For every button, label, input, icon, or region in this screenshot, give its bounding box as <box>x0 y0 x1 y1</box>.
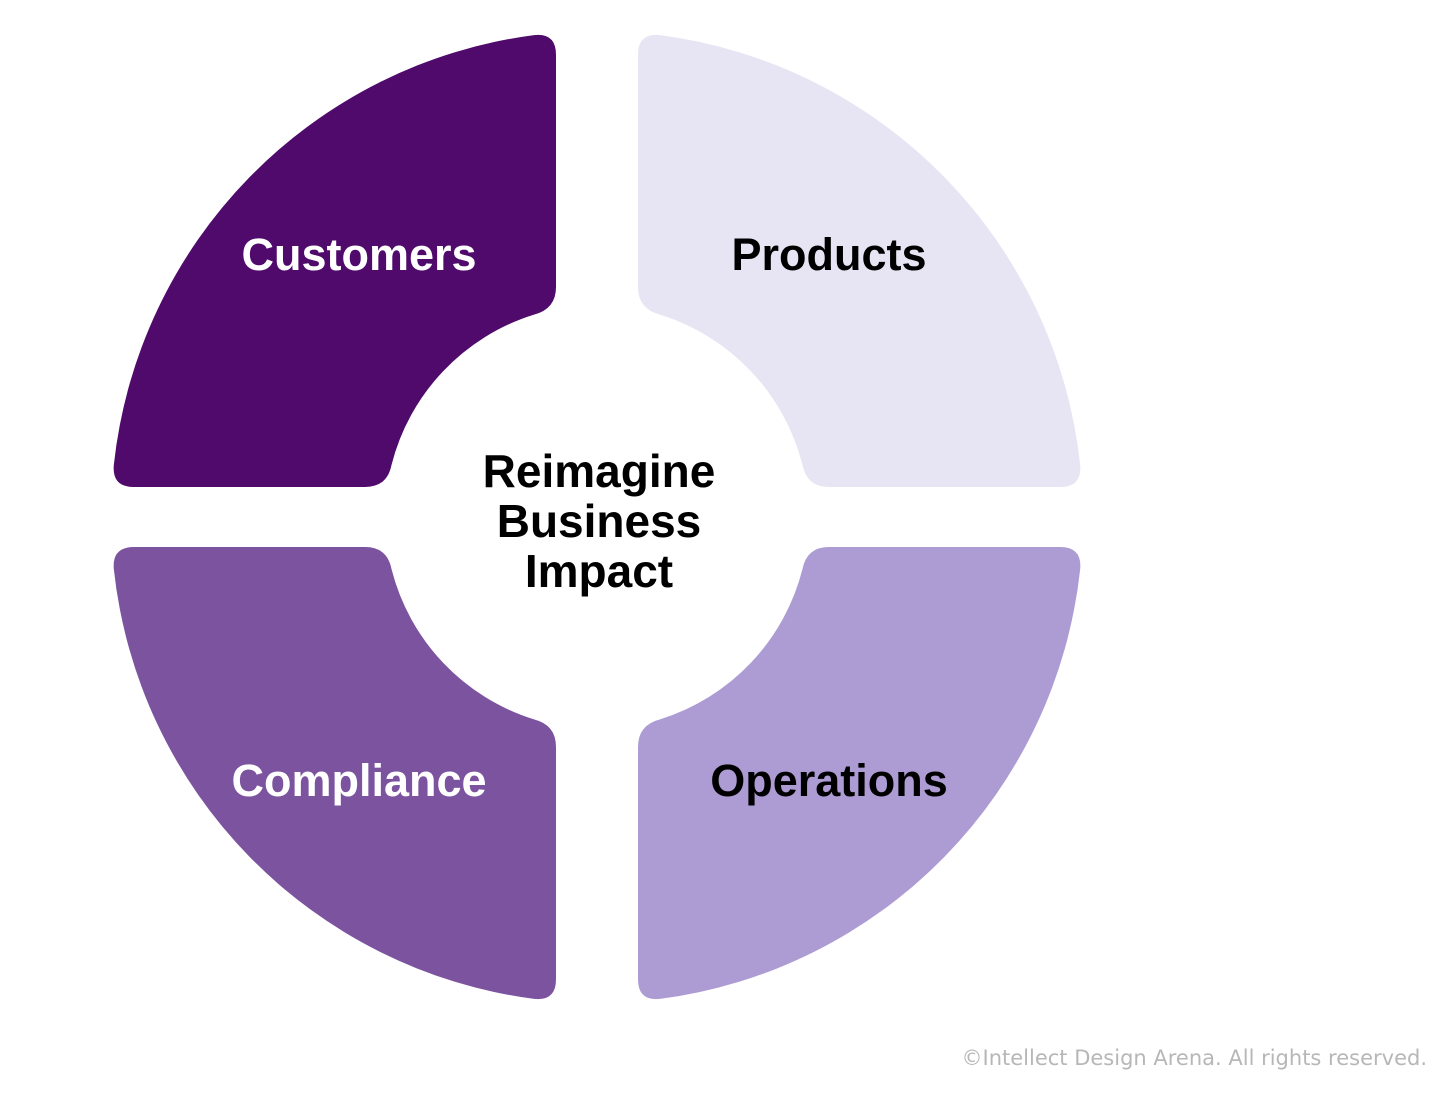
quadrant-customers <box>113 34 556 488</box>
copyright-footer: ©Intellect Design Arena. All rights rese… <box>961 1046 1427 1070</box>
center-line-1: Reimagine <box>483 445 716 497</box>
quadrant-label-operations: Operations <box>710 755 948 806</box>
quadrant-label-compliance: Compliance <box>231 755 486 806</box>
quadrant-products <box>638 34 1081 488</box>
quadrant-label-customers: Customers <box>241 229 476 280</box>
quadrant-label-products: Products <box>731 229 926 280</box>
center-line-3: Impact <box>525 545 673 597</box>
quadrant-compliance <box>113 547 556 1000</box>
center-line-2: Business <box>497 495 702 547</box>
quadrant-operations <box>638 547 1081 1000</box>
